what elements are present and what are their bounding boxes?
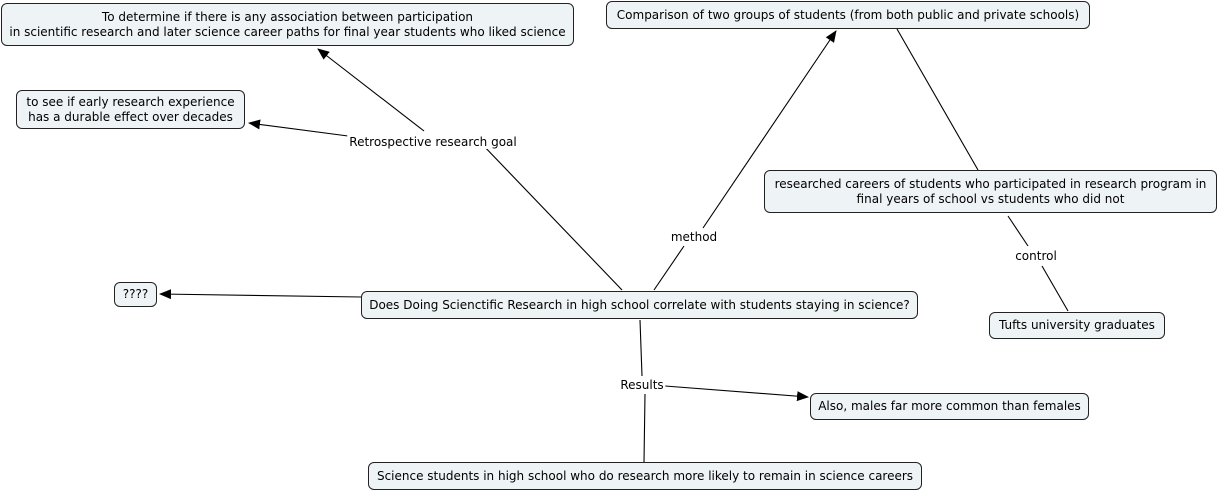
node-comparison[interactable]: Comparison of two groups of students (fr… <box>606 1 1090 29</box>
link-label-goal: Retrospective research goal <box>347 135 519 149</box>
link-researched-to-control <box>1007 215 1029 247</box>
link-results-to-males <box>664 385 809 402</box>
node-tufts-graduates[interactable]: Tufts university graduates <box>989 312 1165 339</box>
link-comparison-to-researched <box>896 28 979 171</box>
node-researched-careers[interactable]: researched careers of students who parti… <box>764 170 1217 213</box>
link-label-method: method <box>668 230 720 244</box>
node-durable-effect[interactable]: to see if early research experience has … <box>16 90 245 129</box>
link-main-to-results <box>639 319 643 377</box>
link-results-to-science-students <box>643 393 646 463</box>
link-main-to-method <box>653 245 685 291</box>
link-main-to-goal <box>479 141 623 291</box>
link-goal-to-durable <box>248 119 349 137</box>
link-method-to-comparison <box>702 30 837 229</box>
link-goal-to-determine <box>317 48 425 132</box>
link-label-results: Results <box>618 378 666 392</box>
node-determine-association[interactable]: To determine if there is any association… <box>1 3 574 46</box>
node-unknown[interactable]: ???? <box>114 282 157 307</box>
node-main-question[interactable]: Does Doing Scienctific Research in high … <box>361 291 918 319</box>
link-label-control: control <box>1013 249 1059 263</box>
node-males-females[interactable]: Also, males far more common than females <box>810 393 1089 420</box>
link-main-to-unknown <box>159 289 362 300</box>
node-science-students-result[interactable]: Science students in high school who do r… <box>368 462 922 490</box>
link-control-to-tufts <box>1041 265 1069 312</box>
